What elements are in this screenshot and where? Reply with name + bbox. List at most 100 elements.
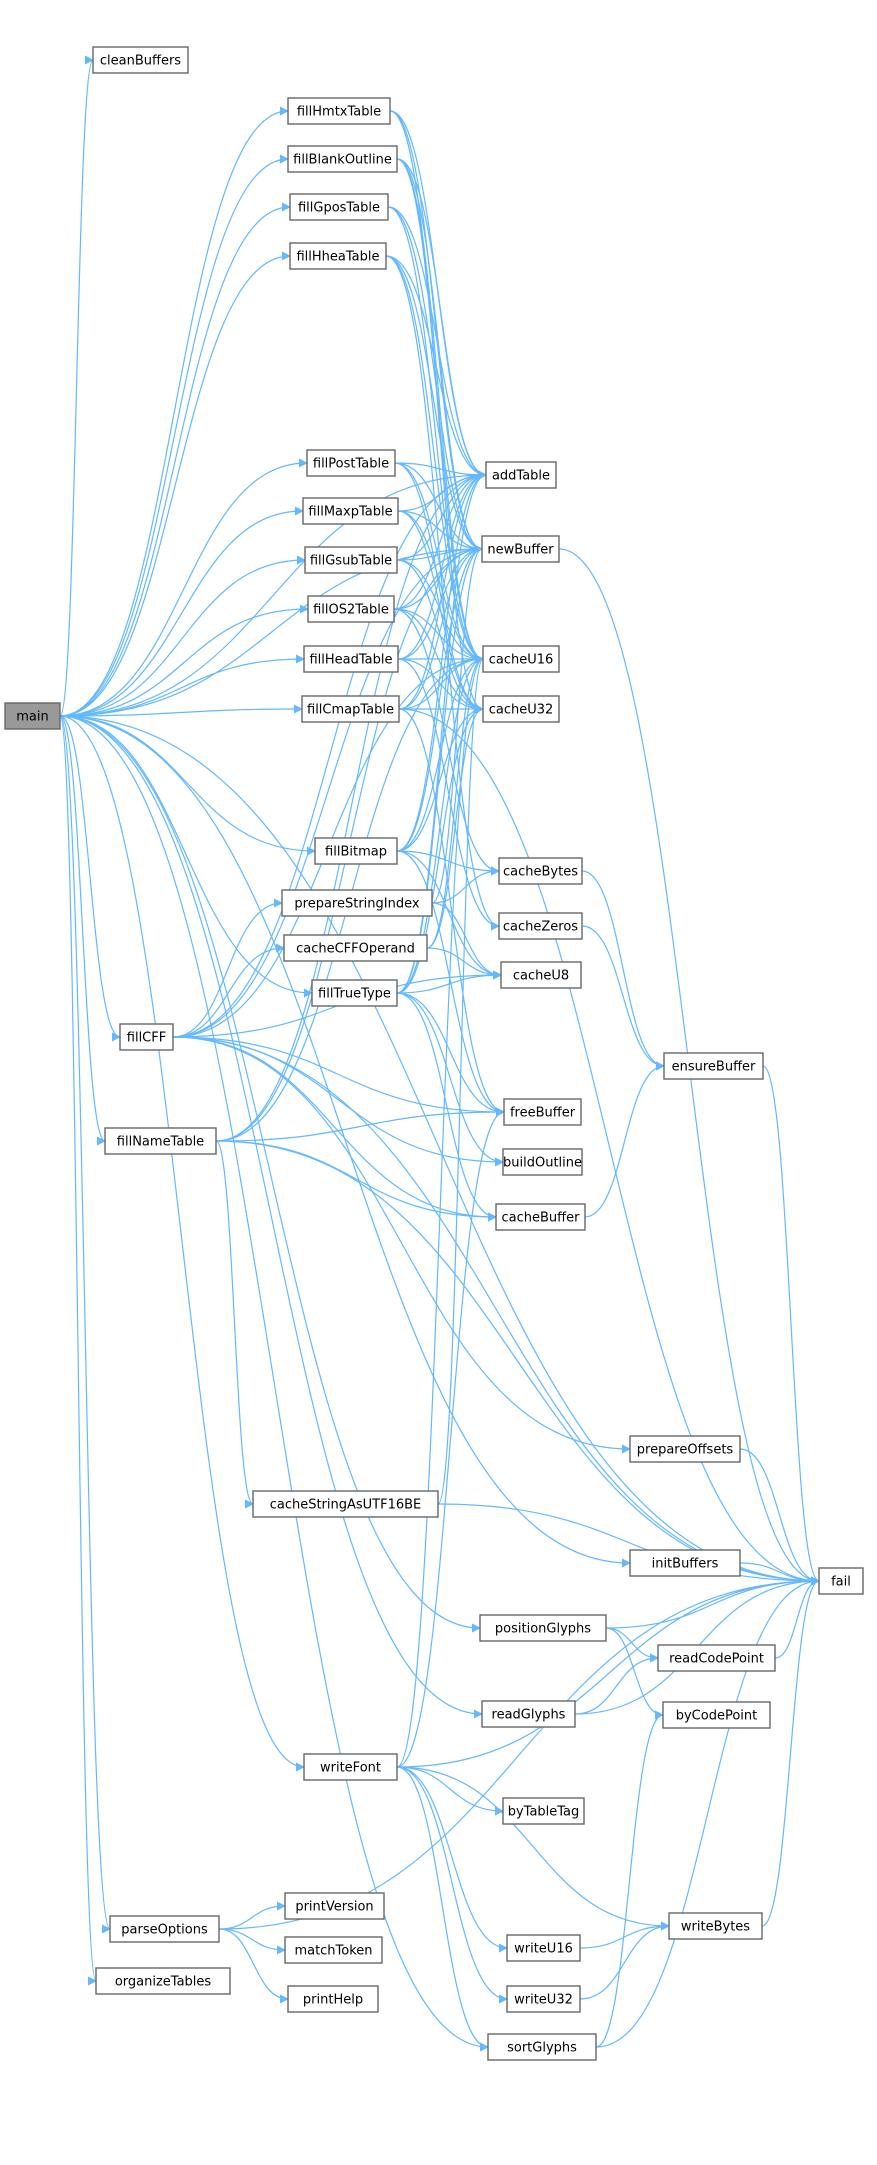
edge-cache-string-as-utf16-be-to-cache-u16 (437, 654, 484, 1505)
node-label: fillMaxpTable (308, 505, 392, 520)
node-label: writeFont (320, 1761, 381, 1776)
edge-main-to-fill-name-table (59, 715, 106, 1146)
node-fill-gpos-table[interactable]: fillGposTable (289, 193, 389, 221)
edge-fill-name-table-to-cache-string-as-utf16-be (215, 1140, 254, 1509)
node-match-token[interactable]: matchToken (284, 1936, 383, 1964)
node-cache-u8[interactable]: cacheU8 (500, 961, 582, 989)
node-ensure-buffer[interactable]: ensureBuffer (663, 1052, 764, 1080)
node-read-code-point[interactable]: readCodePoint (657, 1644, 776, 1672)
node-box (481, 535, 560, 563)
edge-fill-cff-to-prepare-offsets (172, 1036, 631, 1454)
node-fill-name-table[interactable]: fillNameTable (104, 1127, 217, 1155)
node-main[interactable]: main (4, 702, 61, 730)
node-label: fillHheaTable (296, 250, 379, 265)
edge-parse-options-to-print-help (218, 1928, 289, 2004)
node-box (301, 695, 400, 723)
node-fill-cff[interactable]: fillCFF (119, 1023, 174, 1051)
node-box (307, 595, 395, 623)
node-box (495, 1203, 586, 1231)
node-label: freeBuffer (510, 1106, 576, 1121)
node-fill-bitmap[interactable]: fillBitmap (314, 837, 398, 865)
node-write-u32[interactable]: writeU32 (506, 1985, 581, 2013)
edge-write-u16-to-write-bytes (579, 1921, 670, 1949)
node-by-code-point[interactable]: byCodePoint (662, 1701, 771, 1729)
edge-main-to-organize-tables (59, 715, 97, 1985)
node-read-glyphs[interactable]: readGlyphs (481, 1700, 576, 1728)
node-label: byTableTag (508, 1805, 580, 1820)
node-organize-tables[interactable]: organizeTables (95, 1967, 231, 1995)
edge-main-to-fail (59, 715, 820, 1586)
node-cache-u16[interactable]: cacheU16 (482, 645, 560, 673)
node-label: fillBlankOutline (293, 153, 392, 168)
node-clean-buffers[interactable]: cleanBuffers (92, 46, 189, 74)
edge-fill-bitmap-to-add-table (396, 470, 487, 852)
node-box (502, 1797, 585, 1825)
edge-ensure-buffer-to-fail (762, 1065, 820, 1586)
edge-read-glyphs-to-read-code-point (574, 1653, 659, 1715)
node-box (283, 934, 428, 962)
edge-main-to-fill-true-type (59, 715, 313, 998)
node-free-buffer[interactable]: freeBuffer (503, 1098, 582, 1126)
edge-fill-true-type-to-free-buffer (396, 992, 505, 1117)
node-fill-hhea-table[interactable]: fillHheaTable (289, 242, 387, 270)
node-cache-string-as-utf16-be[interactable]: cacheStringAsUTF16BE (252, 1490, 439, 1518)
node-fill-cmap-table[interactable]: fillCmapTable (301, 695, 400, 723)
edge-fill-gsub-table-to-cache-u32 (396, 559, 484, 714)
edge-position-glyphs-to-by-code-point (605, 1627, 664, 1720)
node-box (662, 1701, 771, 1729)
node-write-u16[interactable]: writeU16 (506, 1934, 581, 1962)
edge-fill-name-table-to-add-table (215, 470, 487, 1142)
node-write-font[interactable]: writeFont (303, 1753, 398, 1781)
node-init-buffers[interactable]: initBuffers (629, 1549, 741, 1577)
node-print-help[interactable]: printHelp (287, 1985, 379, 2013)
node-cache-zeros[interactable]: cacheZeros (498, 912, 583, 940)
node-fill-maxp-table[interactable]: fillMaxpTable (302, 497, 399, 525)
node-fill-blank-outline[interactable]: fillBlankOutline (287, 145, 398, 173)
node-cache-buffer[interactable]: cacheBuffer (495, 1203, 586, 1231)
node-fill-true-type[interactable]: fillTrueType (311, 979, 398, 1007)
node-cache-bytes[interactable]: cacheBytes (498, 857, 583, 885)
node-label: cacheZeros (503, 920, 578, 935)
edge-main-to-fill-hhea-table (59, 251, 291, 717)
node-label: printHelp (303, 1993, 363, 2008)
node-label: fillNameTable (117, 1135, 204, 1150)
edge-fill-hhea-table-to-cache-u16 (385, 255, 484, 664)
node-fill-gsub-table[interactable]: fillGsubTable (304, 546, 398, 574)
node-prepare-string-index[interactable]: prepareStringIndex (281, 889, 433, 917)
node-print-version[interactable]: printVersion (284, 1892, 385, 1920)
node-label: prepareStringIndex (294, 897, 419, 912)
node-build-outline[interactable]: buildOutline (502, 1148, 583, 1176)
node-label: matchToken (294, 1944, 372, 1959)
node-fail[interactable]: fail (818, 1567, 864, 1595)
edge-fill-bitmap-to-cache-u32 (396, 704, 484, 852)
edge-fill-gpos-table-to-new-buffer (387, 206, 483, 554)
node-prepare-offsets[interactable]: prepareOffsets (629, 1435, 741, 1463)
edge-fill-gpos-table-to-add-table (387, 206, 487, 480)
node-label: fillCFF (127, 1031, 166, 1046)
node-box (311, 979, 398, 1007)
node-label: fillPostTable (313, 457, 389, 472)
node-cache-cffoperand[interactable]: cacheCFFOperand (283, 934, 428, 962)
node-box (306, 449, 396, 477)
node-box (287, 1985, 379, 2013)
node-add-table[interactable]: addTable (485, 461, 557, 489)
node-write-bytes[interactable]: writeBytes (668, 1912, 763, 1940)
node-box (281, 889, 433, 917)
edge-main-to-fill-os2-table (59, 604, 309, 717)
edge-cache-cffoperand-to-cache-u16 (426, 654, 484, 949)
node-box (502, 1148, 583, 1176)
node-fill-hmtx-table[interactable]: fillHmtxTable (287, 97, 391, 125)
node-fill-os2-table[interactable]: fillOS2Table (307, 595, 395, 623)
edge-fill-name-table-to-free-buffer (215, 1107, 505, 1142)
node-position-glyphs[interactable]: positionGlyphs (479, 1614, 607, 1642)
node-fill-post-table[interactable]: fillPostTable (306, 449, 396, 477)
node-cache-u32[interactable]: cacheU32 (482, 695, 560, 723)
edge-fill-post-table-to-add-table (394, 462, 487, 480)
node-fill-head-table[interactable]: fillHeadTable (303, 645, 399, 673)
edge-fill-cmap-table-to-free-buffer (398, 708, 505, 1117)
node-sort-glyphs[interactable]: sortGlyphs (487, 2033, 597, 2061)
node-by-table-tag[interactable]: byTableTag (502, 1797, 585, 1825)
node-new-buffer[interactable]: newBuffer (481, 535, 560, 563)
node-parse-options[interactable]: parseOptions (109, 1915, 220, 1943)
